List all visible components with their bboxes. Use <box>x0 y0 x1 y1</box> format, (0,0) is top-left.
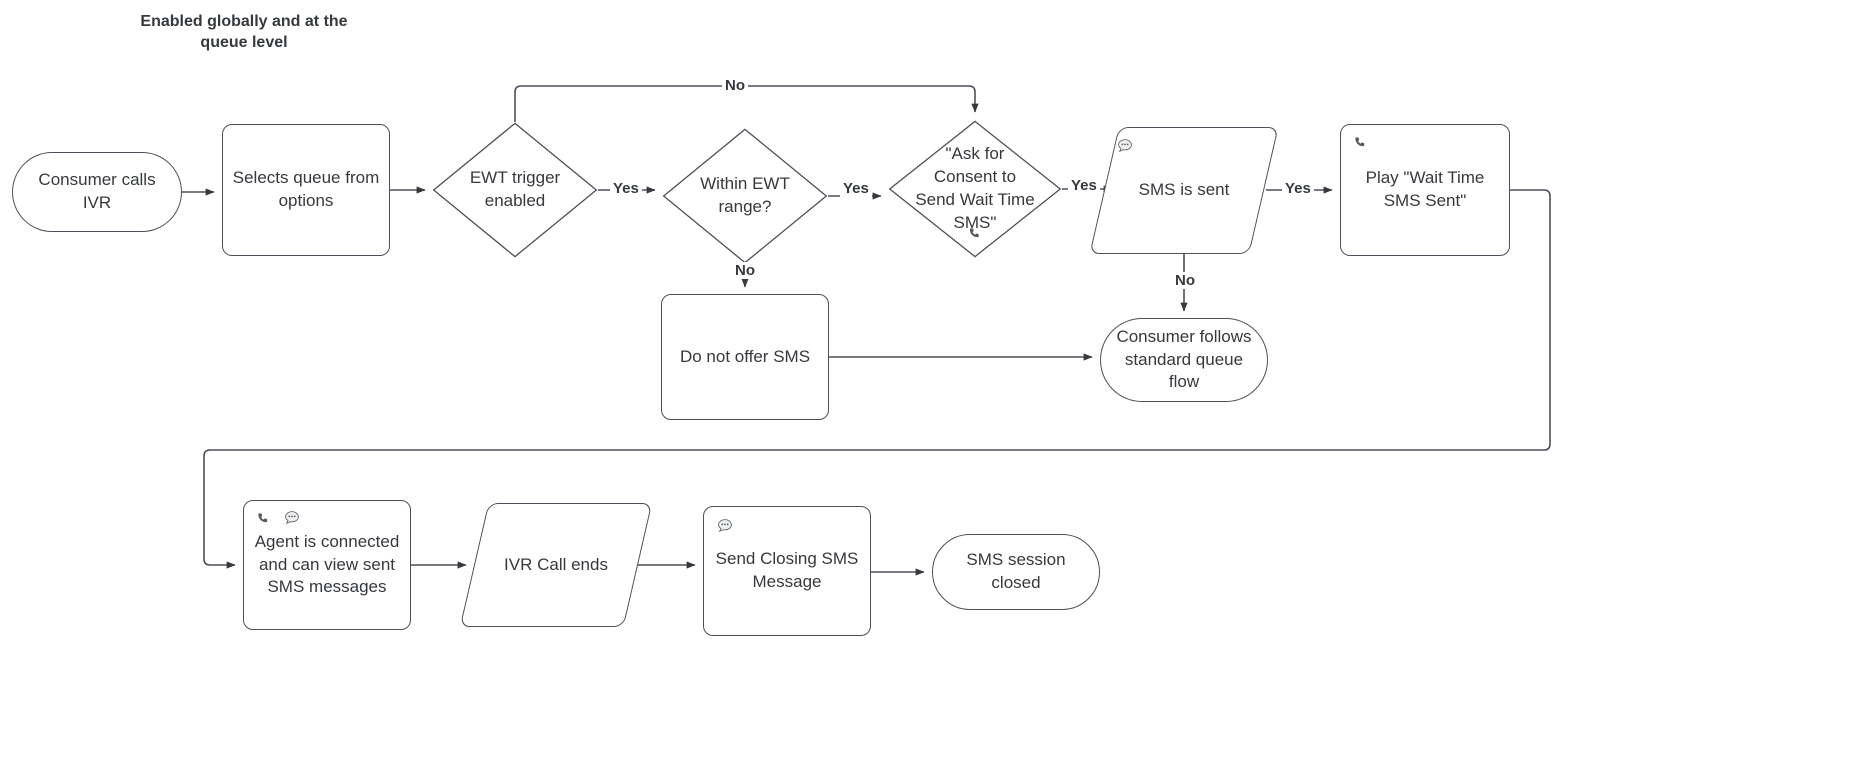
phone-icon <box>1354 136 1367 149</box>
edge-label-yes-ewt-trigger: Yes <box>610 180 642 197</box>
phone-icon <box>257 512 270 525</box>
node-sms-session-closed[interactable]: SMS session closed <box>932 534 1100 610</box>
node-label: Play "Wait Time SMS Sent" <box>1365 168 1485 210</box>
edge-label-yes-consent: Yes <box>1068 177 1100 194</box>
sms-icon <box>1117 138 1133 154</box>
node-send-closing-sms-message[interactable]: Send Closing SMS Message <box>703 506 871 636</box>
phone-icon <box>969 227 982 240</box>
node-label: SMS is sent <box>1138 180 1230 200</box>
diagram-title: Enabled globally and at the queue level <box>140 13 348 51</box>
node-label: "Ask for Consent to Send Wait Time SMS" <box>915 144 1035 232</box>
node-within-ewt-range[interactable]: Within EWT range? <box>662 128 828 264</box>
node-agent-is-connected[interactable]: Agent is connected and can view sent SMS… <box>243 500 411 630</box>
edge-label-no-within-range: No <box>732 262 758 279</box>
node-consumer-calls-ivr[interactable]: Consumer calls IVR <box>12 152 182 232</box>
node-label: Consumer calls IVR <box>38 170 156 212</box>
node-ewt-trigger-enabled[interactable]: EWT trigger enabled <box>432 122 598 258</box>
node-label: Do not offer SMS <box>679 346 811 366</box>
node-label: Selects queue from options <box>232 168 380 210</box>
node-label: Agent is connected and can view sent SMS… <box>254 531 400 597</box>
node-consumer-follows-standard-queue-flow[interactable]: Consumer follows standard queue flow <box>1100 318 1268 402</box>
node-sms-is-sent[interactable]: SMS is sent <box>1089 127 1279 254</box>
sms-icon <box>284 510 300 526</box>
node-selects-queue-from-options[interactable]: Selects queue from options <box>222 124 390 256</box>
edge-label-yes-within-range: Yes <box>840 180 872 197</box>
node-label: SMS session closed <box>966 550 1066 592</box>
node-do-not-offer-sms[interactable]: Do not offer SMS <box>661 294 829 420</box>
node-label: Within EWT range? <box>700 174 790 216</box>
node-label: EWT trigger enabled <box>469 168 561 210</box>
edge-label-yes-sms-sent: Yes <box>1282 180 1314 197</box>
node-label: IVR Call ends <box>504 554 608 574</box>
node-ivr-call-ends[interactable]: IVR Call ends <box>459 503 653 627</box>
node-label: Consumer follows standard queue flow <box>1116 326 1252 392</box>
edge-label-no-top: No <box>722 77 748 94</box>
edge-label-no-sms-sent: No <box>1172 272 1198 289</box>
node-label: Send Closing SMS Message <box>715 549 859 591</box>
node-ask-for-consent-to-send-wait-time-sms[interactable]: "Ask for Consent to Send Wait Time SMS" <box>888 120 1062 258</box>
sms-icon <box>717 518 733 534</box>
node-play-wait-time-sms-sent[interactable]: Play "Wait Time SMS Sent" <box>1340 124 1510 256</box>
